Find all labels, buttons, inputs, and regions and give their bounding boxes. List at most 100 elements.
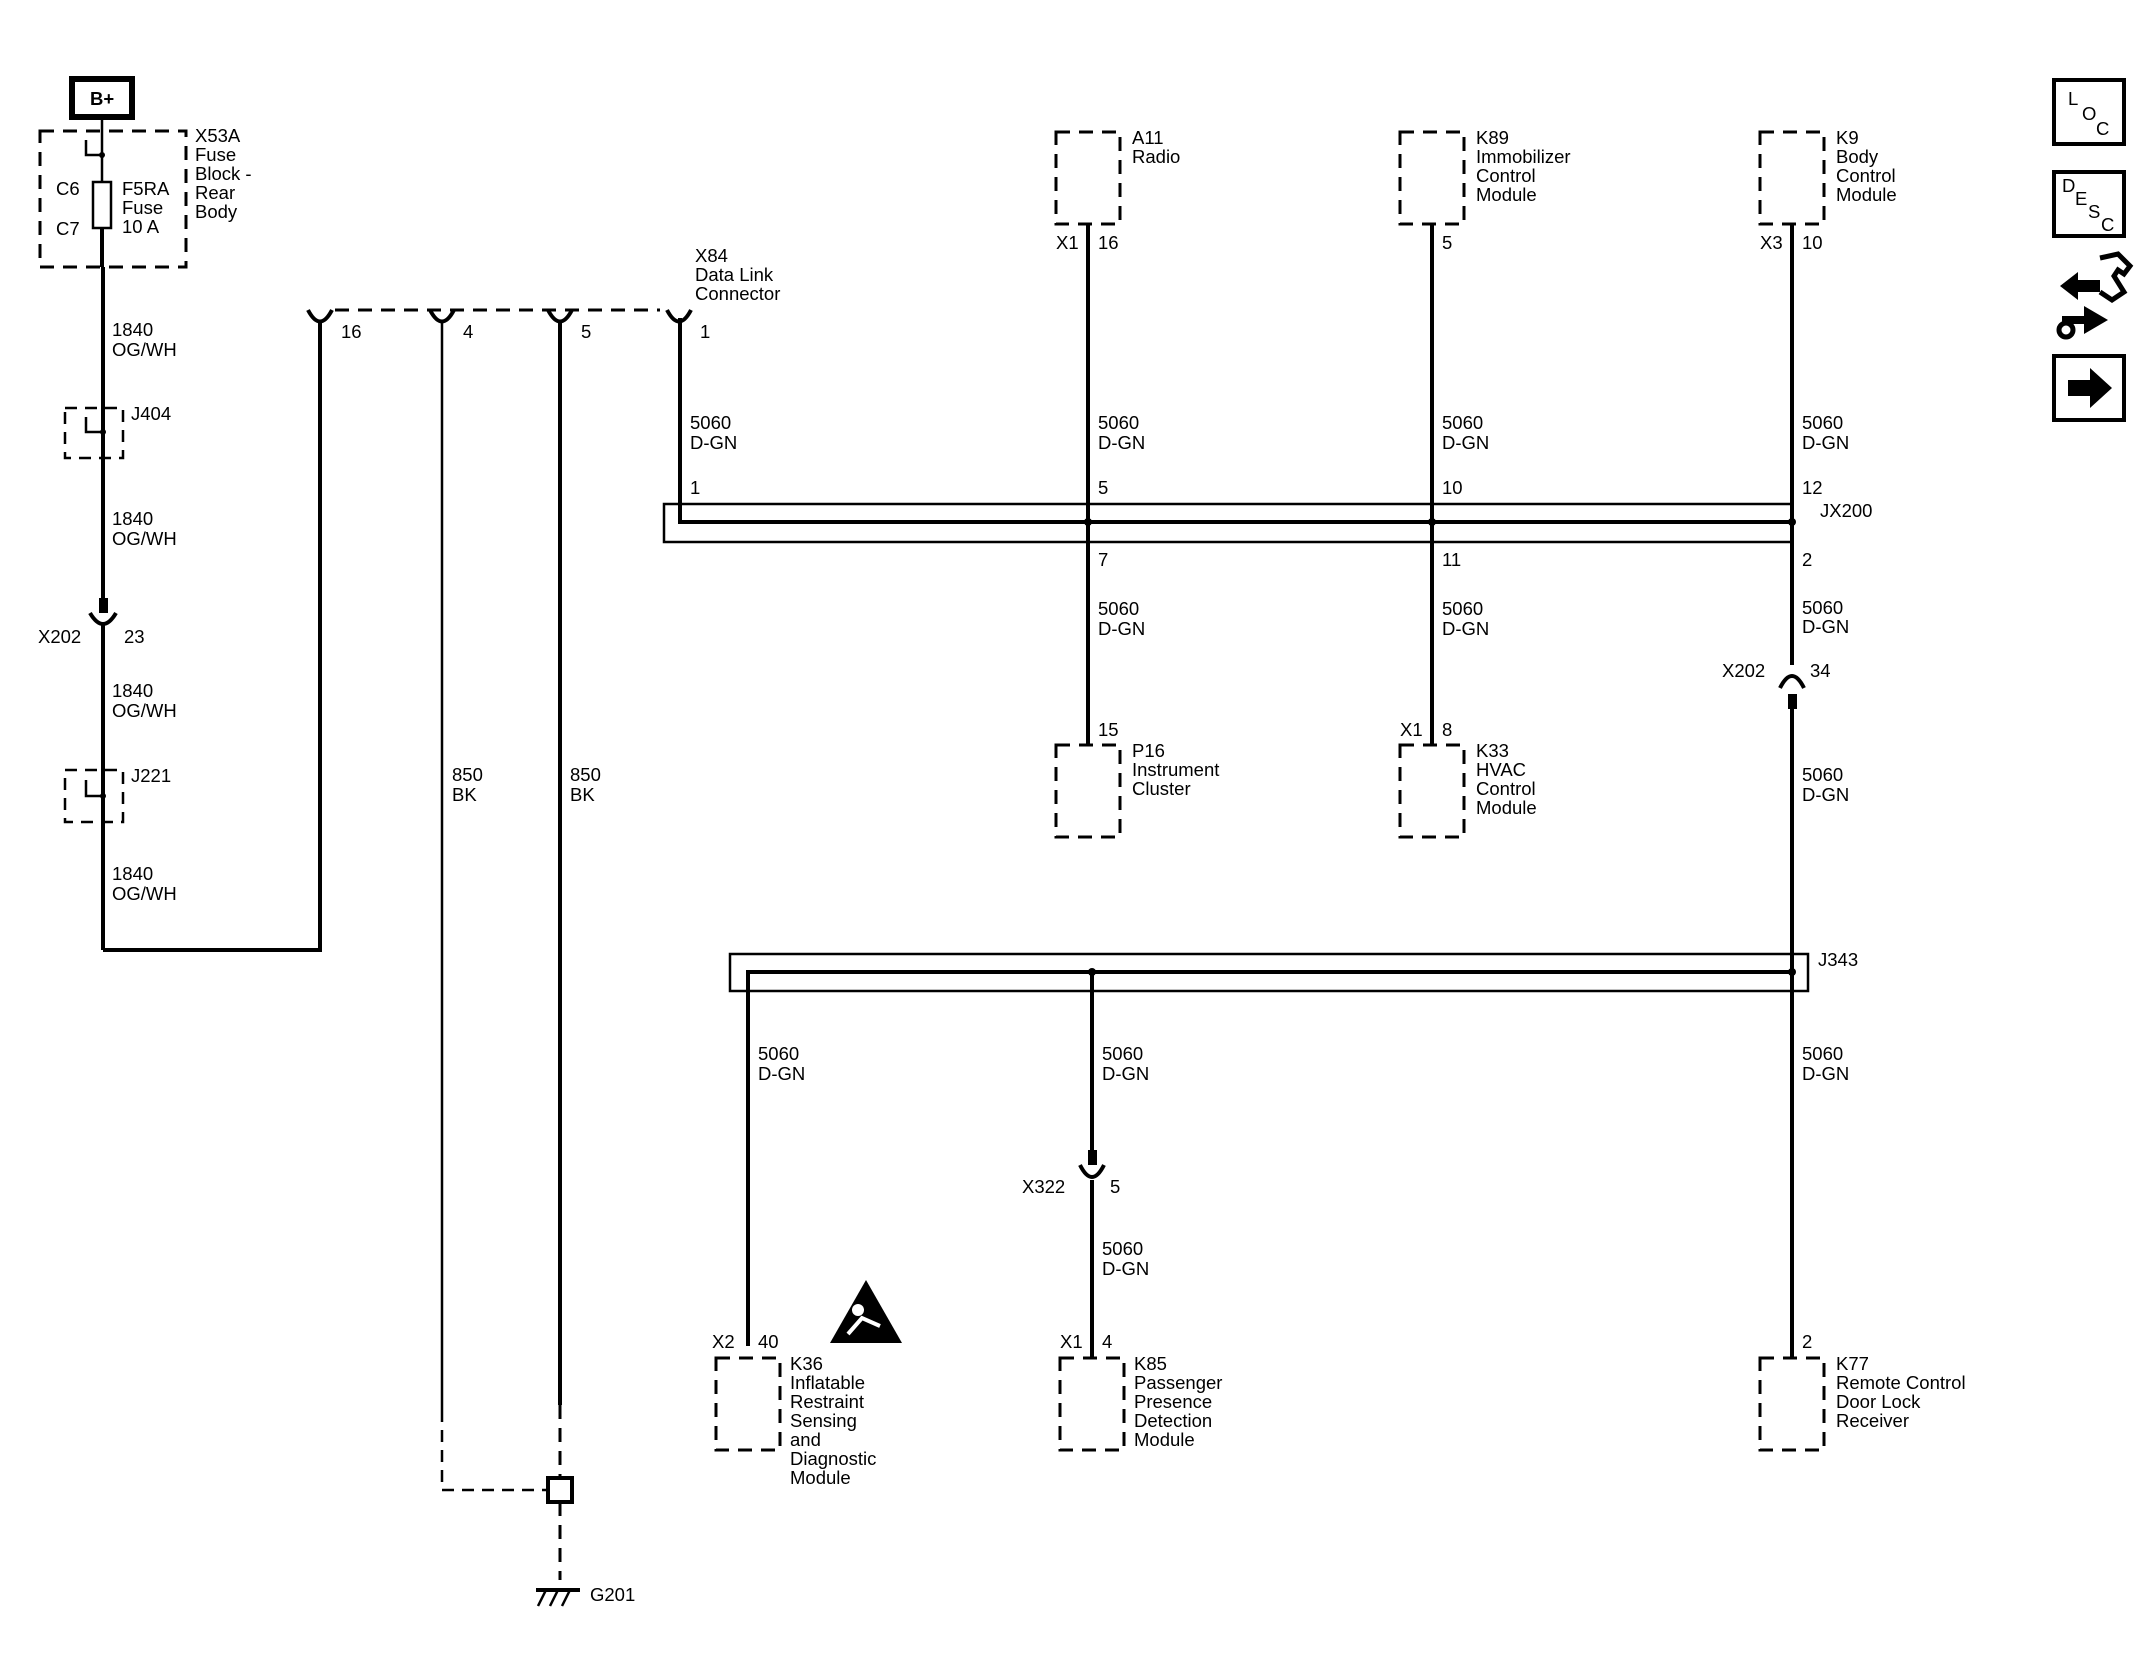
wire-5060-circuit-k85-b: 5060 (1102, 1238, 1143, 1259)
b-plus-label: B+ (90, 88, 114, 109)
wire-5060-circuit-p16: 5060 (1098, 598, 1139, 619)
k89-name-1: Immobilizer (1476, 146, 1571, 167)
jx200-pin-top-10: 10 (1442, 477, 1463, 498)
splice-j404: J404 (63, 403, 171, 460)
module-a11-radio: A11 Radio X1 16 5060 D-GN (1054, 127, 1180, 522)
data-link-connector-x84: 16 4 5 1 X84 Data Link Connector (306, 245, 780, 342)
fuse-pin-in: C6 (56, 178, 80, 199)
x322-ref: X322 (1022, 1176, 1065, 1197)
wire-1840-color-c: OG/WH (112, 700, 177, 721)
k36-pin: 40 (758, 1331, 779, 1352)
wire-5060-circuit-x202: 5060 (1802, 764, 1843, 785)
wire-1840-color-d: OG/WH (112, 883, 177, 904)
dlc-pin-4: 4 (463, 321, 473, 342)
a11-name-1: Radio (1132, 146, 1180, 167)
desc-letter-d: D (2062, 175, 2075, 196)
next-arrow-icon[interactable] (2052, 354, 2126, 422)
a11-pin: 16 (1098, 232, 1119, 253)
jx200-pin-bottom-7: 7 (1098, 549, 1108, 570)
k77-name-1: Remote Control (1836, 1372, 1966, 1393)
module-k33-hvac: X1 8 K33 HVAC Control Module 5060 D-GN (1398, 522, 1537, 839)
circuit-5060-right-trunk: X202 34 5060 D-GN 5060 D-GN (1722, 522, 1849, 972)
k85-name-1: Passenger (1134, 1372, 1222, 1393)
k36-conn: X2 (712, 1331, 735, 1352)
k33-ref: K33 (1476, 740, 1509, 761)
wire-5060-color-k33: D-GN (1442, 618, 1489, 639)
wire-5060-circuit-dlc: 5060 (690, 412, 731, 433)
module-k9-body-control: K9 Body Control Module X3 10 5060 D-GN (1758, 127, 1897, 522)
wire-5060-circuit-k77: 5060 (1802, 1043, 1843, 1064)
jx200-pin-bottom-11: 11 (1442, 549, 1461, 570)
wire-5060-color-k9: D-GN (1802, 432, 1849, 453)
dlc-pin-1: 1 (700, 321, 710, 342)
k33-name-3: Module (1476, 797, 1537, 818)
inline-connector-x202-left: X202 23 (38, 598, 145, 647)
k9-ref: K9 (1836, 127, 1859, 148)
wire-5060-circuit-k33: 5060 (1442, 598, 1483, 619)
fuse-label-2: Fuse (122, 197, 163, 218)
wire-850-color-b: BK (570, 784, 595, 805)
ground-ref: G201 (590, 1584, 635, 1605)
wire-5060-circuit-k85-a: 5060 (1102, 1043, 1143, 1064)
k77-name-3: Receiver (1836, 1410, 1909, 1431)
k85-name-2: Presence (1134, 1391, 1212, 1412)
p16-name-1: Instrument (1132, 759, 1219, 780)
loc-letter-o: O (2082, 103, 2096, 124)
k33-name-1: HVAC (1476, 759, 1526, 780)
dlc-name-2: Connector (695, 283, 780, 304)
k89-ref: K89 (1476, 127, 1509, 148)
wire-850-circuit-b: 850 (570, 764, 601, 785)
p16-pin: 15 (1098, 719, 1119, 740)
ground-eyelet-icon (546, 1476, 574, 1504)
dlc-pin-16: 16 (341, 321, 362, 342)
ground-symbol-icon (536, 1588, 580, 1607)
a11-ref: A11 (1132, 127, 1164, 148)
x202-left-pin: 23 (124, 626, 145, 647)
k36-name-2: Restraint (790, 1391, 864, 1412)
splice-j221: J221 (63, 765, 171, 824)
wire-5060-circuit-k9: 5060 (1802, 412, 1843, 433)
fuse-block-name-1: Fuse (195, 144, 236, 165)
connector-wrench-icon[interactable] (2056, 251, 2134, 340)
wire-5060-color-dlc: D-GN (690, 432, 737, 453)
p16-name-2: Cluster (1132, 778, 1191, 799)
module-k89-immobilizer: K89 Immobilizer Control Module 5 5060 D-… (1398, 127, 1571, 522)
wire-1840-circuit-a: 1840 (112, 319, 153, 340)
loc-icon[interactable]: L O C (2052, 78, 2126, 146)
desc-letter-s: S (2088, 201, 2100, 222)
fuse-label-1: F5RA (122, 178, 170, 199)
jx200-pin-top-1: 1 (690, 477, 700, 498)
fuse-label-3: 10 A (122, 216, 160, 237)
k9-name-1: Body (1836, 146, 1879, 167)
module-k36-sdm: X2 40 K36 Inflatable Restraint Sensing a… (712, 1043, 902, 1488)
jx200-pin-top-5: 5 (1098, 477, 1108, 498)
k85-name-4: Module (1134, 1429, 1195, 1450)
k36-name-6: Module (790, 1467, 851, 1488)
loc-letter-l: L (2068, 88, 2078, 109)
fuse-block-name-2: Block - (195, 163, 252, 184)
p16-ref: P16 (1132, 740, 1165, 761)
wire-5060-circuit-a11: 5060 (1098, 412, 1139, 433)
wire-5060-circuit-k36: 5060 (758, 1043, 799, 1064)
k85-pin: 4 (1102, 1331, 1112, 1352)
dlc-pin-5: 5 (581, 321, 591, 342)
k77-ref: K77 (1836, 1353, 1869, 1374)
fuse-block-name-4: Body (195, 201, 238, 222)
k89-name-3: Module (1476, 184, 1537, 205)
splice-pack-j343: J343 (728, 949, 1858, 1346)
k85-name-3: Detection (1134, 1410, 1212, 1431)
jx200-pin-top-12: 12 (1802, 477, 1823, 498)
k33-conn: X1 (1400, 719, 1423, 740)
k9-name-2: Control (1836, 165, 1896, 186)
desc-icon[interactable]: D E S C (2052, 170, 2126, 238)
wire-5060-color-k85-b: D-GN (1102, 1258, 1149, 1279)
k89-pin: 5 (1442, 232, 1452, 253)
k36-ref: K36 (790, 1353, 823, 1374)
jx200-pin-bottom-2: 2 (1802, 549, 1812, 570)
k9-conn: X3 (1760, 232, 1783, 253)
wire-1840-color-a: OG/WH (112, 339, 177, 360)
circuit-850-ground: G201 850 BK 850 BK (440, 322, 635, 1607)
fuse-block-ref: X53A (195, 125, 241, 146)
splice-pack-jx200: JX200 1 5 10 12 7 11 2 5060 D-GN (662, 318, 1872, 570)
k33-pin: 8 (1442, 719, 1452, 740)
